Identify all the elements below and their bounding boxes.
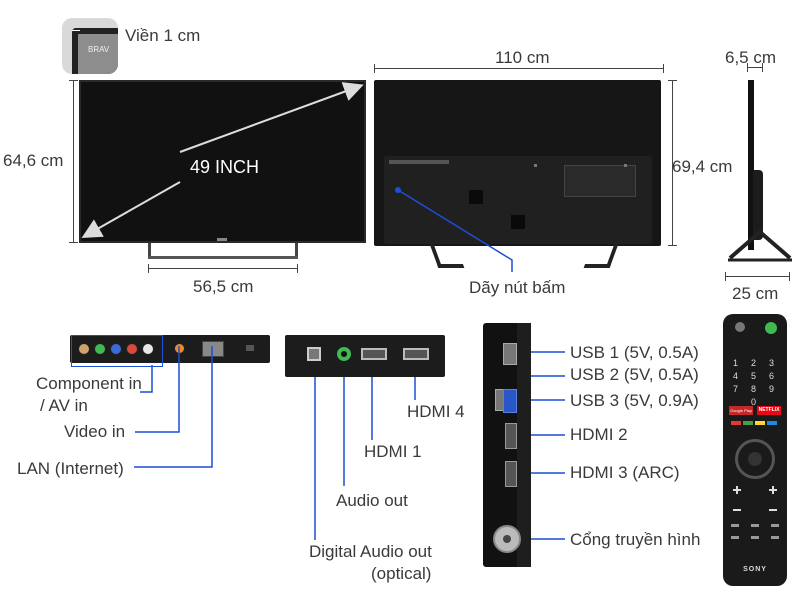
component-jacks bbox=[78, 343, 158, 355]
remote-brand: SONY bbox=[743, 566, 767, 573]
usb1-label: USB 1 (5V, 0.5A) bbox=[570, 343, 699, 362]
diagonal-label: 49 INCH bbox=[190, 157, 260, 177]
usb2-label: USB 2 (5V, 0.5A) bbox=[570, 365, 699, 384]
audio-out-label: Audio out bbox=[336, 491, 408, 510]
rear-view: 110 cm 69,4 cm Dãy nút bấm bbox=[370, 0, 732, 310]
netflix-button: NETFLIX bbox=[757, 406, 781, 415]
component-panel bbox=[70, 335, 270, 363]
remote-control: 1 2 3 4 5 6 7 8 9 0 Google Play NETFLIX … bbox=[723, 314, 787, 586]
key-1: 1 bbox=[733, 358, 739, 368]
depth-label: 6,5 cm bbox=[725, 48, 777, 67]
usb3-label: USB 3 (5V, 0.9A) bbox=[570, 391, 699, 410]
side-panel bbox=[748, 80, 754, 250]
hdmi4-label: HDMI 4 bbox=[407, 402, 465, 421]
key-6: 6 bbox=[769, 371, 775, 381]
side-view: 6,5 cm 25 cm bbox=[700, 0, 800, 310]
hdmi3-port bbox=[505, 461, 517, 487]
usb3-port bbox=[503, 389, 517, 413]
hdmi3-label: HDMI 3 (ARC) bbox=[570, 463, 680, 482]
hdmi2-label: HDMI 2 bbox=[570, 425, 628, 444]
tv-stand bbox=[148, 243, 298, 259]
lan-label: LAN (Internet) bbox=[17, 459, 124, 478]
side-body bbox=[753, 170, 763, 240]
diagonal-arrow bbox=[81, 82, 364, 238]
key-9: 9 bbox=[769, 384, 775, 394]
dpad-center bbox=[748, 452, 762, 466]
bezel-inset-text: BRAV bbox=[88, 45, 110, 54]
video-label: Video in bbox=[64, 422, 126, 441]
key-8: 8 bbox=[751, 384, 757, 394]
color-keys bbox=[731, 421, 779, 426]
stand-width-label: 56,5 cm bbox=[193, 277, 254, 296]
side-stand bbox=[728, 229, 792, 262]
key-7: 7 bbox=[733, 384, 739, 394]
hdmi1-label: HDMI 1 bbox=[364, 442, 422, 461]
front-view: BRAV Viền 1 cm 64,6 cm 56,5 cm 49 INCH bbox=[0, 0, 370, 300]
button-strip-label: Dãy nút bấm bbox=[469, 278, 566, 297]
key-0: 0 bbox=[751, 397, 757, 407]
digital-audio-label-2: (optical) bbox=[371, 564, 432, 583]
mic-button bbox=[735, 322, 745, 332]
height-label: 64,6 cm bbox=[3, 151, 64, 170]
hdmi2-port bbox=[505, 423, 517, 449]
key-3: 3 bbox=[769, 358, 775, 368]
key-5: 5 bbox=[751, 371, 757, 381]
hdmi4-port bbox=[403, 348, 429, 360]
google-play-button: Google Play bbox=[729, 406, 753, 415]
power-button bbox=[765, 322, 777, 334]
hdmi1-port bbox=[361, 348, 387, 360]
hdmi-audio-panel bbox=[285, 335, 445, 377]
number-pad: 1 2 3 4 5 6 7 8 9 0 bbox=[733, 358, 779, 408]
key-2: 2 bbox=[751, 358, 757, 368]
bezel-inset: BRAV bbox=[62, 18, 118, 74]
optical-port bbox=[307, 347, 321, 361]
lan-port bbox=[202, 341, 224, 357]
tv-rear-body bbox=[374, 80, 661, 246]
width-label: 110 cm bbox=[495, 48, 550, 67]
stand-depth-label: 25 cm bbox=[732, 284, 779, 303]
sony-logo bbox=[217, 238, 227, 241]
button-strip-pointer bbox=[397, 189, 513, 272]
antenna-label: Cổng truyền hình bbox=[570, 530, 701, 549]
component-label-1: Component in bbox=[36, 374, 142, 393]
rear-height-label: 69,4 cm bbox=[672, 157, 733, 176]
side-ports-panel bbox=[483, 323, 531, 567]
tv-front-screen bbox=[79, 80, 366, 243]
dpad bbox=[735, 439, 775, 479]
component-label-2: / AV in bbox=[40, 396, 88, 415]
bezel-label: Viền 1 cm bbox=[125, 26, 201, 45]
key-4: 4 bbox=[733, 371, 739, 381]
digital-audio-label-1: Digital Audio out bbox=[309, 542, 432, 561]
usb1-port bbox=[503, 343, 517, 365]
